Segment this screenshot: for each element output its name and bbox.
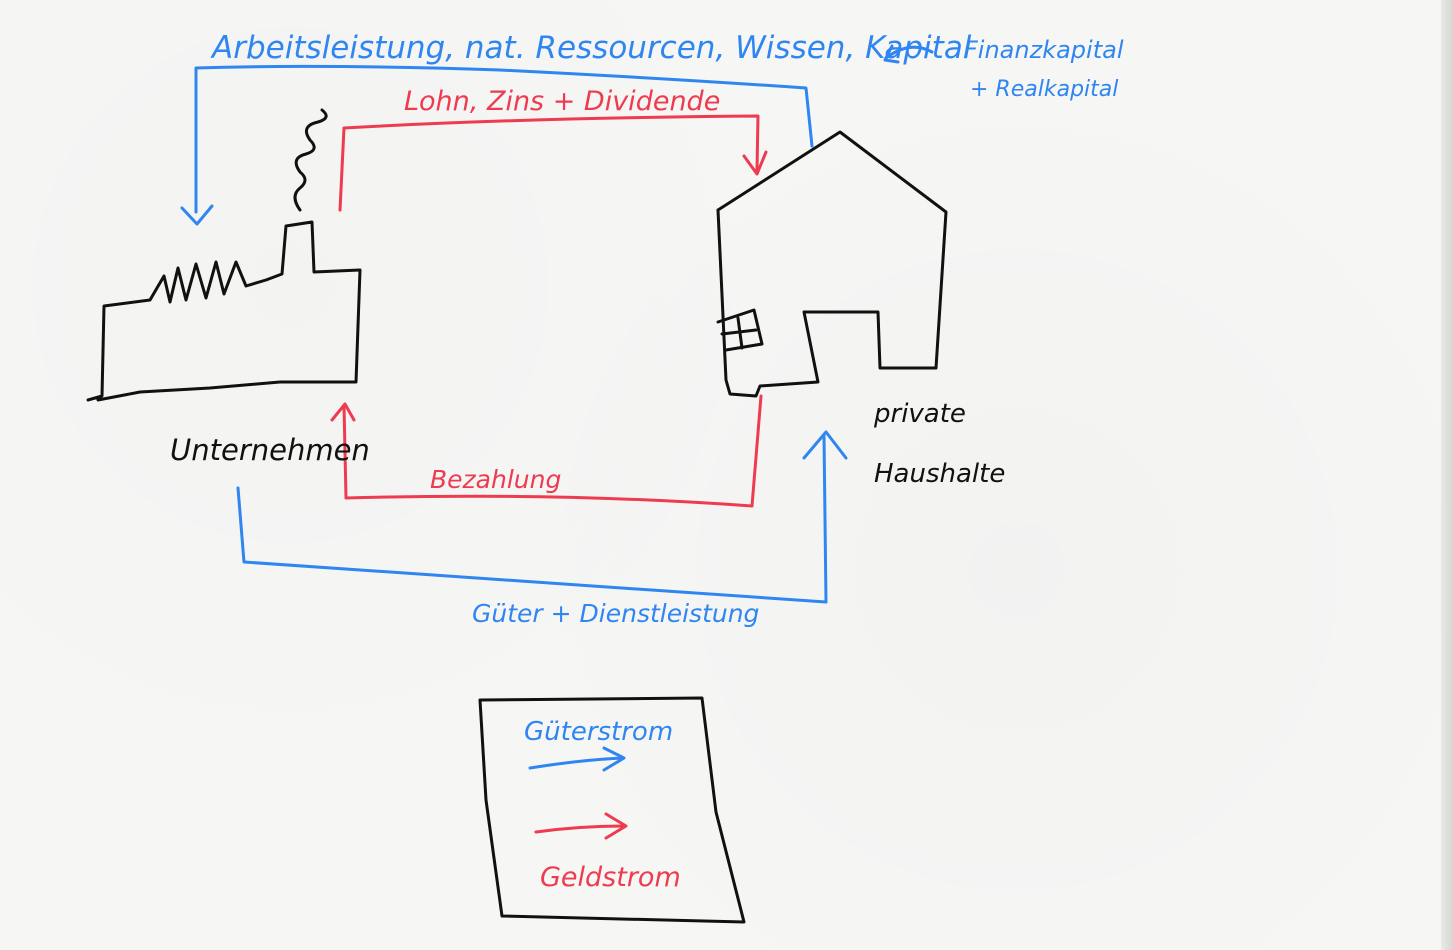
side-note-line1: Finanzkapital — [964, 36, 1124, 64]
bottom-red-flow — [330, 394, 763, 508]
bottom-blue-flow-arrowhead — [802, 430, 848, 460]
legend-frame — [478, 696, 746, 924]
top-blue-flow-line — [194, 64, 814, 214]
bottom-blue-flow-line — [236, 434, 828, 604]
legend-box — [478, 696, 746, 924]
factory-smoke — [293, 108, 328, 212]
house-outline — [716, 130, 948, 398]
top-blue-flow — [180, 64, 814, 226]
bottom-red-flow-line — [342, 394, 763, 508]
legend-goods-arrow — [528, 756, 624, 770]
bottom-red-flow-label: Bezahlung — [430, 465, 561, 494]
household-label-line1: private — [873, 399, 966, 429]
legend-goods-label: Güterstrom — [524, 717, 673, 747]
side-note-arrow-head — [883, 44, 900, 64]
top-red-flow-arrowhead — [742, 150, 768, 176]
legend-goods-arrowhead — [602, 746, 626, 772]
side-note-arrow — [883, 44, 934, 64]
house-icon — [716, 130, 948, 398]
legend-money-arrow — [534, 824, 626, 834]
house-window — [716, 308, 764, 352]
bottom-red-flow-arrowhead — [330, 402, 356, 422]
legend-money-arrowhead — [604, 812, 628, 840]
top-blue-flow-arrowhead — [180, 204, 214, 226]
side-note-line2: + Realkapital — [970, 77, 1118, 102]
household-label-line2: Haushalte — [874, 459, 1005, 489]
bottom-blue-flow — [236, 430, 848, 604]
top-red-flow-line — [338, 114, 760, 212]
page-edge-shadow — [1441, 0, 1453, 950]
company-label: Unternehmen — [170, 433, 370, 467]
top-red-flow — [338, 114, 768, 212]
bottom-blue-flow-label: Güter + Dienstleistung — [472, 599, 759, 628]
factory-building — [86, 220, 362, 402]
top-red-flow-label: Lohn, Zins + Dividende — [404, 86, 720, 117]
side-note-arrow-line — [884, 45, 934, 60]
house-window-cross — [720, 316, 758, 350]
factory-icon — [86, 108, 362, 402]
legend-money-label: Geldstrom — [540, 862, 681, 893]
top-blue-flow-label: Arbeitsleistung, nat. Ressourcen, Wissen… — [210, 30, 972, 66]
